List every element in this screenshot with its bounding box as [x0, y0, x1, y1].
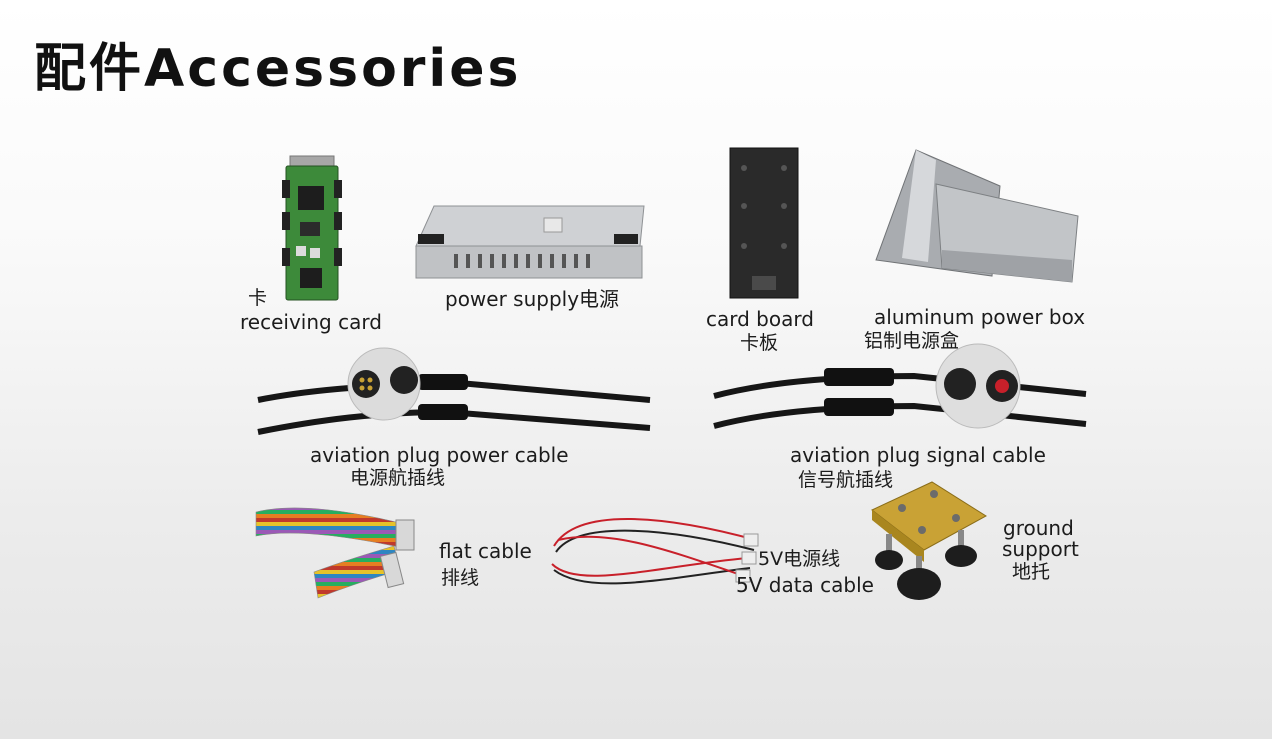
- 5v-data-cable-image: [551, 518, 759, 585]
- aluminum-power-box-label-en: aluminum power box: [874, 305, 1086, 329]
- page-title: 配件Accessories: [34, 39, 522, 99]
- 5v-data-cable-label-en: 5V data cable: [736, 573, 874, 597]
- card-board-label-cn: 卡板: [740, 332, 779, 354]
- ground-support-image: [871, 481, 987, 600]
- aviation-plug-power-cable-label-cn: 电源航插线: [350, 467, 446, 489]
- ground-support-label-en-2: support: [1002, 537, 1079, 561]
- receiving-card-label-cn: 卡: [248, 287, 268, 309]
- 5v-data-cable-label-cn: 5V电源线: [758, 548, 841, 570]
- flat-cable-label-cn: 排线: [441, 567, 480, 589]
- card-board-image: [729, 147, 799, 299]
- flat-cable-label-en: flat cable: [439, 539, 532, 563]
- aluminum-power-box-image: [875, 149, 1079, 283]
- aviation-plug-signal-cable-image: [713, 343, 1087, 429]
- aviation-plug-signal-cable-label-en: aviation plug signal cable: [790, 443, 1046, 467]
- aviation-plug-power-cable-label-en: aviation plug power cable: [310, 443, 569, 467]
- aluminum-power-box-label-cn: 铝制电源盒: [864, 330, 960, 352]
- aviation-plug-signal-cable-label-cn: 信号航插线: [798, 469, 894, 491]
- aviation-plug-power-cable-image: [257, 347, 651, 435]
- card-board-label-en: card board: [706, 307, 814, 331]
- flat-cable-image: [255, 507, 415, 599]
- power-supply-image: [415, 205, 645, 279]
- receiving-card-label-en: receiving card: [240, 310, 382, 334]
- power-supply-label: power supply电源: [445, 287, 620, 311]
- ground-support-label-en-1: ground: [1003, 516, 1074, 540]
- ground-support-label-cn: 地托: [1012, 561, 1051, 583]
- receiving-card-image: [282, 155, 342, 301]
